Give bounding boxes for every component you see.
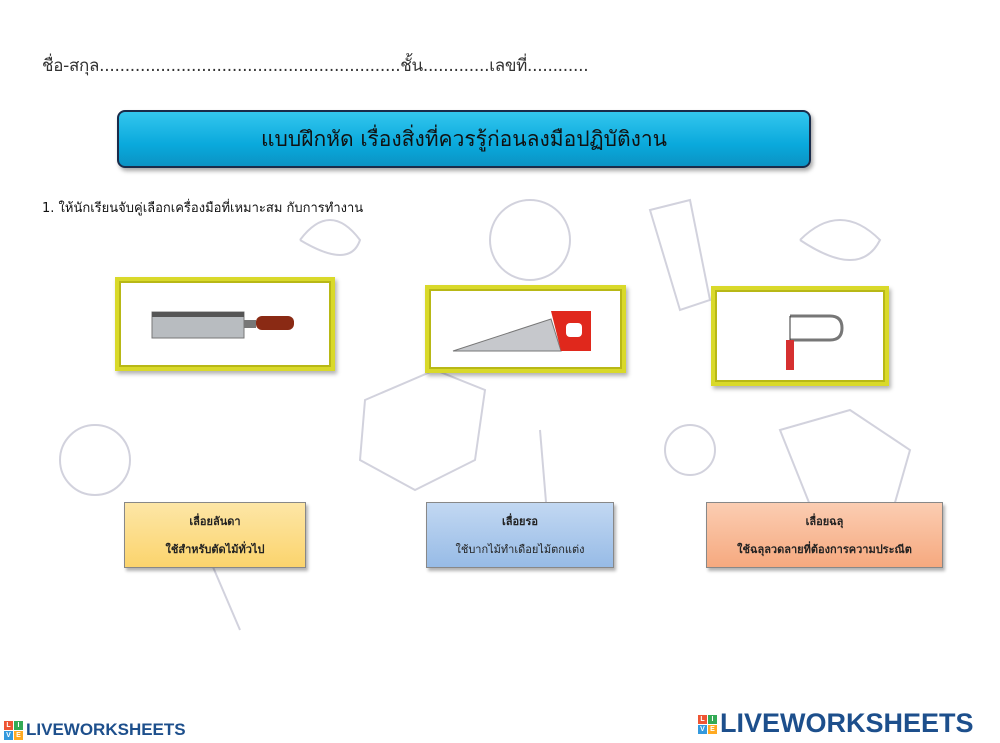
card-rip-saw[interactable]: เลื่อยรอ ใช้บากไม้ทำเดือยไม้ตกแต่ง [426,502,614,568]
hand-saw-icon [452,311,591,352]
card-tenon-saw[interactable]: เลื่อยลันดา ใช้สำหรับตัดไม้ทั่วไป [124,502,306,568]
tenon-saw-icon [151,311,294,339]
card-description: ใช้บากไม้ทำเดือยไม้ตกแต่ง [455,543,585,556]
instruction-text: 1. ให้นักเรียนจับคู่เลือกเครื่องมือที่เห… [42,201,364,216]
background-doodles [59,198,912,631]
tenon-saw-image[interactable] [115,277,335,371]
student-name-line: ชื่อ-สกุล...............................… [42,56,589,76]
card-coping-saw[interactable]: เลื่อยฉลุ ใช้ฉลุลวดลายที่ต้องการความประณ… [706,502,943,568]
coping-saw-icon [786,314,844,370]
title-text: แบบฝึกหัด เรื่องสิ่งที่ควรรู้ก่อนลงมือปฏ… [260,126,668,151]
coping-saw-image[interactable] [711,286,889,386]
card-description: ใช้ฉลุลวดลายที่ต้องการความประณีต [737,543,912,556]
card-description: ใช้สำหรับตัดไม้ทั่วไป [165,543,265,556]
card-title: เลื่อยลันดา [189,515,241,528]
hand-saw-image[interactable] [425,285,626,373]
card-title: เลื่อยรอ [501,515,539,528]
worksheet-title: แบบฝึกหัด เรื่องสิ่งที่ควรรู้ก่อนลงมือปฏ… [117,110,811,168]
card-title: เลื่อยฉลุ [805,515,844,528]
